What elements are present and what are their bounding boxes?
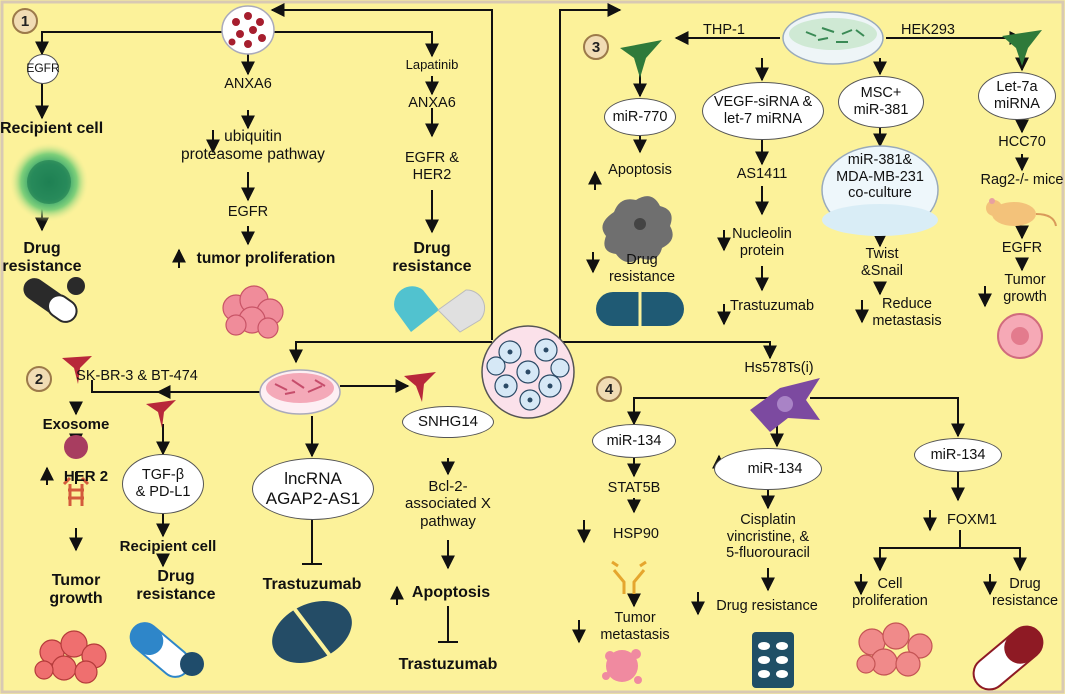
recipient-cell-icon (9, 142, 89, 222)
cell-lines-label: SK-BR-3 & BT-474 (76, 368, 198, 384)
panel-1-number: 1 (12, 8, 38, 34)
purple-cell-icon (750, 378, 820, 432)
tgf-pdl1-node: TGF-β& PD-L1 (122, 454, 204, 514)
mir134-node-3: miR-134 (914, 438, 1002, 472)
hsp90-label: HSP90 (613, 526, 659, 542)
recipient-cell-label: Recipient cell (0, 120, 104, 137)
teal-capsule-icon (596, 292, 684, 326)
tumor-growth-cluster-icon (34, 630, 107, 684)
capsule-icon (23, 278, 78, 323)
tumor-proliferation-label: tumor proliferation (196, 250, 336, 267)
tumor-cluster-icon (222, 285, 284, 339)
coculture-dish-icon (821, 145, 939, 236)
stat5b-label: STAT5B (607, 480, 661, 496)
center-dish-icon (481, 325, 575, 419)
green-cells-dish-icon (782, 11, 884, 65)
mir770-node: miR-770 (604, 98, 676, 136)
drug-resistance-label-5: Drug resistance (716, 598, 818, 614)
apoptosis-label-3: Apoptosis (608, 162, 672, 178)
exosome-funnel-icon-3 (404, 372, 436, 402)
indicator-arrows (40, 130, 997, 644)
mir134-node-2: miR-134 (714, 448, 822, 490)
egfr-node: EGFR (26, 54, 60, 84)
proliferation-cluster-icon (856, 622, 933, 677)
trastuzumab-label-2: Trastuzumab (398, 656, 498, 673)
exosome-funnel-icon-2 (146, 400, 176, 428)
egfr-label-2: EGFR (227, 204, 269, 220)
trastuzumab-label-1: Trastuzumab (262, 576, 362, 593)
her2-label: HER 2 (63, 468, 109, 485)
as1411-label: AS1411 (736, 166, 788, 182)
tablet-icon (67, 277, 85, 295)
msc-node: MSC+miR-381 (838, 76, 924, 128)
exosome-icon (64, 435, 88, 459)
hs578-label: Hs578Ts(i) (744, 360, 814, 376)
hsp90-receptor-icon (611, 560, 647, 594)
thp1-label: THP-1 (703, 22, 745, 38)
rag2-mice-label: Rag2-/- mice (980, 172, 1064, 188)
red-cells-dish-icon (221, 5, 275, 55)
blister-pack-icon (752, 632, 794, 688)
trastuzumab-label-3: Trastuzumab (729, 298, 815, 314)
connectors (35, 3, 1029, 643)
red-capsule-icon (972, 625, 1044, 691)
thp1-funnel-icon (620, 40, 662, 78)
panel-2-number: 2 (26, 366, 52, 392)
mouse-icon (986, 198, 1057, 227)
recipient-cell-label-2: Recipient cell (119, 538, 217, 555)
exosome-label: Exosome (42, 416, 110, 433)
foxm1-label: FOXM1 (947, 512, 997, 528)
apoptosis-label-2: Apoptosis (411, 584, 491, 601)
pink-cells-dish-icon (259, 369, 341, 415)
anxa6-label-2: ANXA6 (408, 95, 456, 111)
apoptotic-cell-icon (602, 196, 673, 263)
hek293-label: HEK293 (900, 22, 955, 38)
capsule-cyan-icon (394, 286, 486, 333)
mir134-node-1: miR-134 (592, 424, 676, 458)
her2-receptor-icon (62, 476, 90, 506)
hek293-funnel-icon (1002, 30, 1042, 66)
blue-tablet-icon (180, 652, 204, 676)
panel-3-number: 3 (583, 34, 609, 60)
lapatinib-label: Lapatinib (405, 57, 459, 72)
hcc70-label: HCC70 (998, 134, 1046, 150)
egfr-her2-label: EGFR &HER2 (405, 150, 459, 183)
egfr-label-3: EGFR (1001, 240, 1043, 256)
exosome-funnel-icon (62, 356, 92, 384)
pink-tumor-cell-icon (997, 313, 1043, 359)
twist-snail-label: Twist&Snail (861, 246, 903, 279)
vegf-node: VEGF-siRNA &let-7 miRNA (702, 82, 824, 140)
anxa6-label: ANXA6 (224, 76, 272, 92)
metastasis-blob-icon (602, 649, 642, 684)
snhg14-node: SNHG14 (402, 406, 494, 438)
panel-4-number: 4 (596, 376, 622, 402)
split-tablet-icon (272, 601, 352, 663)
